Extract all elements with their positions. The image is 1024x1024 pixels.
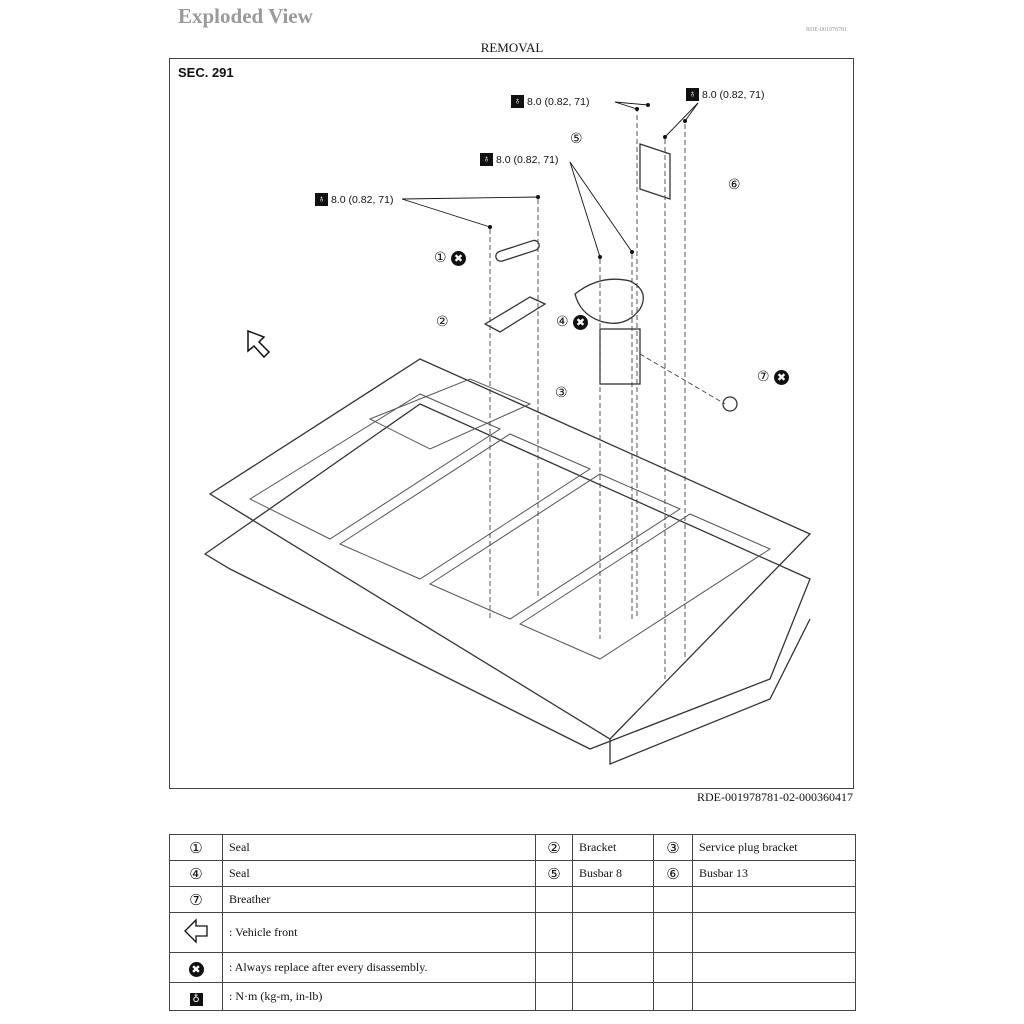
torque-label: ♁8.0 (0.82, 71)	[315, 193, 393, 206]
part-name: Seal	[222, 860, 536, 887]
callout-6: ⑥	[728, 177, 741, 193]
torque-value: 8.0 (0.82, 71)	[496, 153, 559, 166]
callout-1: ① ✖	[434, 250, 467, 266]
vehicle-front-arrow-icon	[247, 329, 271, 359]
callout-4: ④ ✖	[556, 314, 589, 330]
part-number: ⑦	[169, 886, 223, 913]
torque-wrench-icon: ♁	[480, 153, 493, 166]
part-name: Breather	[222, 886, 536, 913]
table-row: ♁ : N·m (kg-m, in-lb)	[169, 982, 856, 1011]
callout-number: ⑦	[757, 369, 770, 385]
figure-reference: RDE-001978781-02-000360417	[697, 790, 853, 804]
callout-3: ③	[555, 385, 568, 401]
callout-number: ①	[434, 250, 447, 266]
section-label: SEC. 291	[178, 65, 234, 80]
symbol-description: : Always replace after every disassembly…	[222, 952, 536, 983]
callout-7: ⑦ ✖	[757, 369, 790, 385]
part-number: ④	[169, 860, 223, 887]
torque-value: 8.0 (0.82, 71)	[702, 88, 765, 101]
table-row: ✖ : Always replace after every disassemb…	[169, 952, 856, 983]
part-number: ②	[535, 834, 573, 861]
part-number: ①	[169, 834, 223, 861]
always-replace-icon: ✖	[451, 251, 467, 266]
part-number: ⑤	[535, 860, 573, 887]
part-name: Bracket	[572, 834, 654, 861]
pack-outline	[208, 358, 812, 740]
table-row: ④ Seal ⑤ Busbar 8 ⑥ Busbar 13	[169, 860, 856, 887]
part-name: Service plug bracket	[692, 834, 856, 861]
exploded-view-figure: SEC. 291	[169, 58, 854, 789]
part-name: Busbar 8	[572, 860, 654, 887]
torque-wrench-icon: ♁	[686, 88, 699, 101]
part-name: Busbar 13	[692, 860, 856, 887]
section-subtitle: REMOVAL	[480, 40, 544, 55]
torque-value: 8.0 (0.82, 71)	[527, 95, 590, 108]
always-replace-icon: ✖	[188, 961, 204, 977]
callout-2: ②	[436, 314, 449, 330]
symbol-description: : N·m (kg-m, in-lb)	[222, 982, 536, 1011]
torque-wrench-icon: ♁	[189, 992, 203, 1006]
battery-pack-illustration	[203, 101, 812, 765]
callout-5: ⑤	[570, 131, 583, 147]
always-replace-icon: ✖	[573, 315, 589, 330]
table-row: ① Seal ② Bracket ③ Service plug bracket	[169, 834, 856, 861]
table-row: ⑦ Breather	[169, 886, 856, 913]
torque-label: ♁8.0 (0.82, 71)	[511, 95, 589, 108]
part-name: Seal	[222, 834, 536, 861]
torque-label: ♁8.0 (0.82, 71)	[480, 153, 558, 166]
part-number: ⑥	[653, 860, 693, 887]
torque-wrench-icon: ♁	[315, 193, 328, 206]
vehicle-front-arrow-icon	[169, 912, 223, 953]
always-replace-icon: ✖	[774, 370, 790, 385]
document-id: RDE-001978781	[806, 27, 847, 33]
symbol-description: : Vehicle front	[222, 912, 536, 953]
callout-number: ④	[556, 314, 569, 330]
torque-wrench-icon: ♁	[511, 95, 524, 108]
page-title: Exploded View	[178, 4, 313, 28]
legend-table: ① Seal ② Bracket ③ Service plug bracket …	[169, 834, 856, 1011]
part-number: ③	[653, 834, 693, 861]
table-row: : Vehicle front	[169, 912, 856, 953]
torque-value: 8.0 (0.82, 71)	[331, 193, 394, 206]
torque-label: ♁8.0 (0.82, 71)	[686, 88, 764, 101]
